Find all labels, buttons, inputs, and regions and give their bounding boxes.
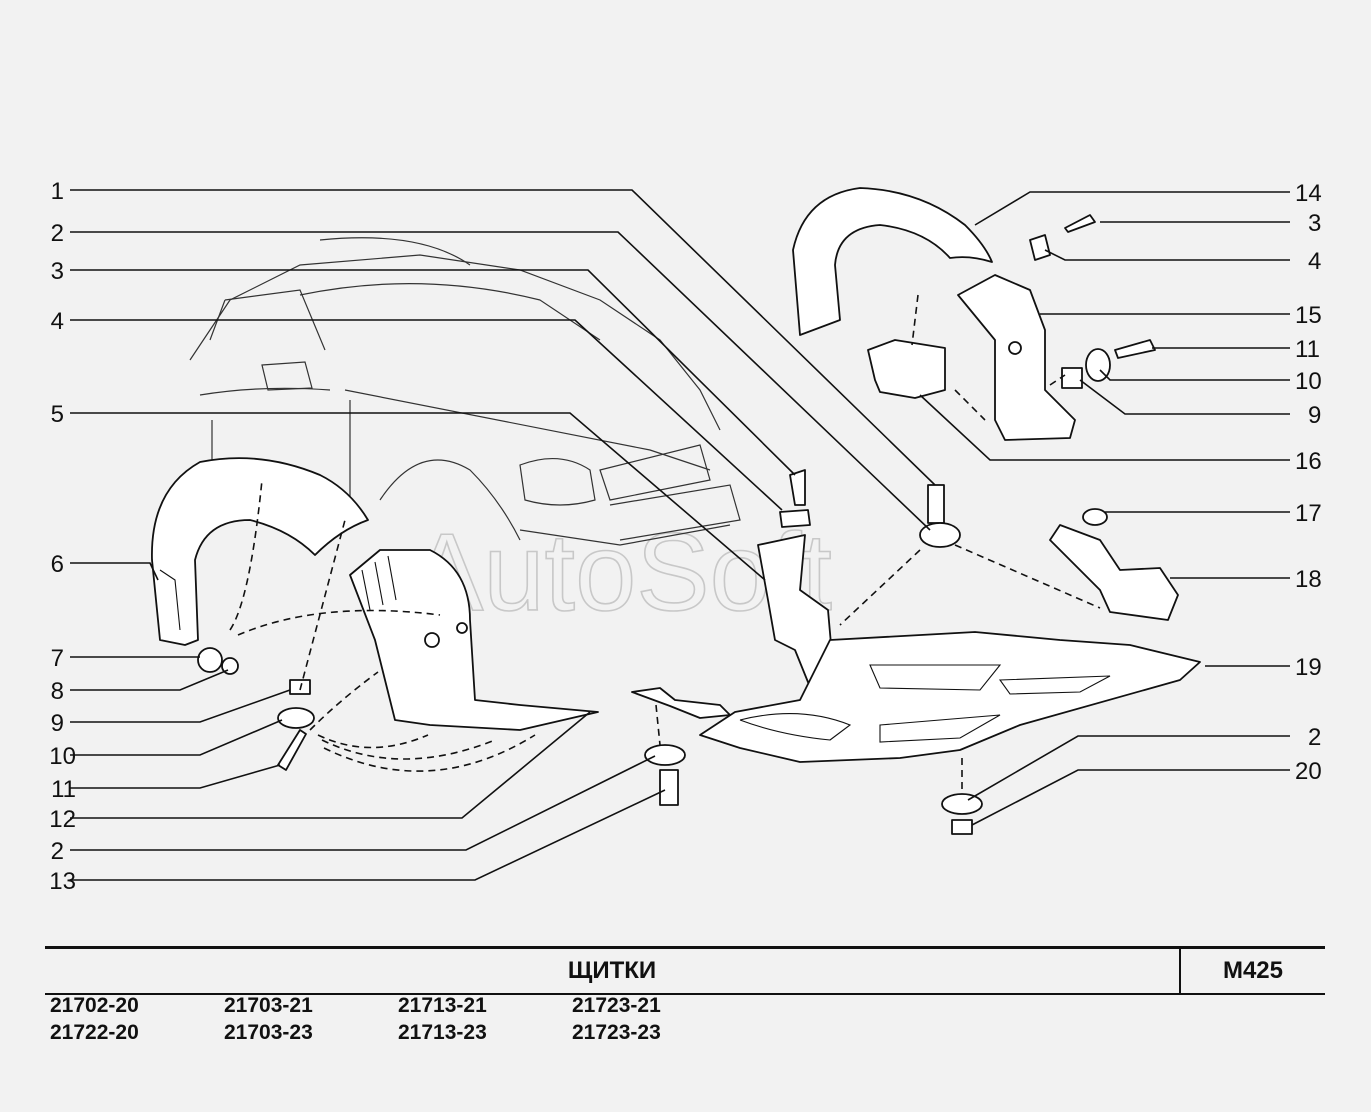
part-16-bracket: [867, 339, 946, 399]
callout-label: 17: [1295, 500, 1322, 527]
callout-label: 7: [51, 645, 64, 672]
part-14-rear-arch-liner: [792, 187, 993, 336]
model-code: 21713-23: [398, 1021, 487, 1044]
model-code: 21723-21: [572, 994, 661, 1017]
callout-label: 12: [49, 806, 76, 833]
callout-label: 14: [1295, 180, 1322, 207]
callout-label: 16: [1295, 448, 1322, 475]
model-code: 21703-21: [224, 994, 313, 1017]
callout-label: 10: [1295, 368, 1322, 395]
callout-label: 4: [51, 308, 64, 335]
callout-label: 20: [1295, 758, 1322, 785]
callout-label: 2: [51, 838, 64, 865]
sheet-code: M425: [1222, 957, 1284, 984]
callout-label: 8: [51, 678, 64, 705]
model-code: 21702-20: [50, 994, 139, 1017]
part-15-rear-splash-shield: [957, 274, 1076, 441]
model-code: 21713-21: [398, 994, 487, 1017]
title-divider: [1179, 949, 1181, 993]
callout-label: 13: [49, 868, 76, 895]
callouts-right: 14 3 4 15 11 10 9 16 17 18 19 2 20: [1295, 180, 1322, 785]
callout-label: 11: [1295, 336, 1320, 363]
callout-label: 19: [1295, 654, 1322, 681]
callout-label: 15: [1295, 302, 1322, 329]
callout-label: 9: [51, 710, 64, 737]
callout-label: 18: [1295, 566, 1322, 593]
part-6-wheel-arch-liner: [151, 457, 369, 646]
part-18-bracket: [1049, 524, 1179, 621]
callout-label: 2: [1308, 724, 1321, 751]
model-code: 21723-23: [572, 1021, 661, 1044]
leader-lines: [70, 189, 1290, 881]
assembly-paths: [229, 294, 1101, 790]
callout-label: 3: [51, 258, 64, 285]
callout-label: 2: [51, 220, 64, 247]
part-12-splash-shield: [349, 549, 599, 731]
callout-label: 6: [51, 551, 64, 578]
callout-label: 1: [51, 178, 64, 205]
model-code: 21703-23: [224, 1021, 313, 1044]
parts-diagram: AutoSoft: [49, 178, 1322, 895]
callout-label: 9: [1308, 402, 1321, 429]
car-outline: [189, 237, 741, 546]
callout-label: 11: [51, 776, 76, 803]
title-block: ЩИТКИ M425: [45, 946, 1325, 995]
fasteners: [197, 214, 1156, 835]
callouts-left: 1 2 3 4 5 6 7 8 9 10 11 12 2 13: [49, 178, 76, 895]
callout-label: 5: [51, 401, 64, 428]
callout-label: 4: [1308, 248, 1321, 275]
callout-label: 10: [49, 743, 76, 770]
part-19-undertray: [631, 631, 1201, 763]
callout-label: 3: [1308, 210, 1321, 237]
diagram-title: ЩИТКИ: [567, 957, 657, 984]
model-code: 21722-20: [50, 1021, 139, 1044]
